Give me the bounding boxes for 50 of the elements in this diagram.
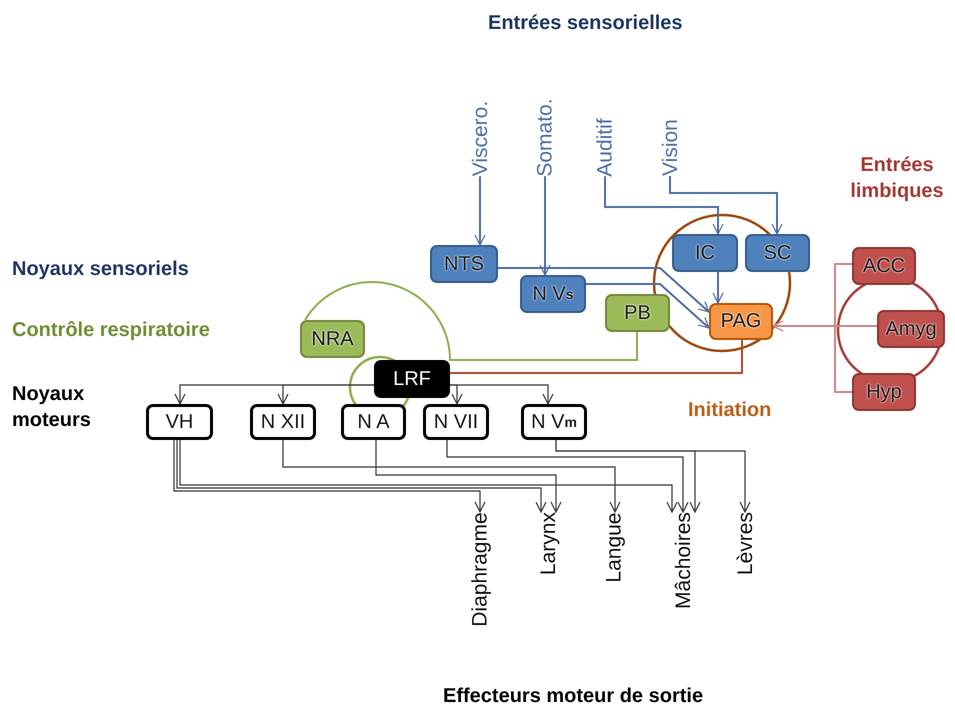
arrow [712, 272, 724, 304]
arrow [173, 440, 486, 512]
vertical-label: Larynx [536, 512, 560, 576]
nucleus-box: VH [146, 404, 213, 440]
arrow [474, 176, 486, 246]
nucleus-box: NRA [300, 320, 365, 358]
nucleus-box: N A [341, 404, 406, 440]
nucleus-box: PB [605, 294, 670, 332]
nucleus-box: NTS [430, 245, 498, 283]
connector-line [450, 340, 743, 374]
arrow [375, 440, 562, 513]
connector-line [304, 281, 638, 361]
section-heading: Effecteurs moteur de sortie [443, 684, 704, 708]
arrow [604, 176, 724, 235]
arrow [539, 176, 551, 276]
nucleus-box: PAG [709, 303, 773, 340]
region-box: Amyg [877, 310, 945, 348]
arrow [450, 384, 463, 405]
vertical-label: Mâchoires [671, 512, 694, 609]
nucleus-box: N XII [250, 404, 316, 440]
vertical-label: Lèvres [733, 512, 757, 576]
nucleus-box: IC [672, 234, 738, 272]
section-heading: Entrées sensorielles [488, 11, 683, 36]
arrow [282, 440, 621, 513]
group-label: Initiation [688, 398, 772, 423]
vertical-label: Auditif [594, 118, 617, 176]
vertical-label: Somato. [534, 98, 557, 176]
vertical-label: Vision [658, 119, 682, 176]
arrow [498, 267, 710, 313]
vertical-label: Viscero. [468, 100, 492, 176]
arrow [586, 283, 710, 329]
arrow [446, 440, 689, 513]
arrow [176, 440, 547, 513]
arrow [450, 384, 554, 405]
group-label: Noyaux sensoriels [12, 257, 189, 282]
arrow [555, 440, 751, 513]
nucleus-box: SC [745, 234, 810, 272]
vertical-label: Langue [602, 512, 626, 582]
section-heading: Entrées limbiques [849, 153, 945, 204]
region-box: ACC [852, 247, 916, 285]
arrow [277, 384, 374, 405]
group-label: Contrôle respiratoire [12, 318, 210, 343]
arrow [179, 440, 678, 513]
arrow [669, 176, 783, 235]
arrow [772, 320, 852, 393]
vertical-label: Diaphragme [468, 512, 492, 626]
nucleus-box: N VII [423, 404, 489, 440]
nucleus-box: LRF [374, 360, 450, 398]
region-box: Hyp [852, 373, 916, 411]
group-label: Noyaux moteurs [12, 382, 92, 433]
